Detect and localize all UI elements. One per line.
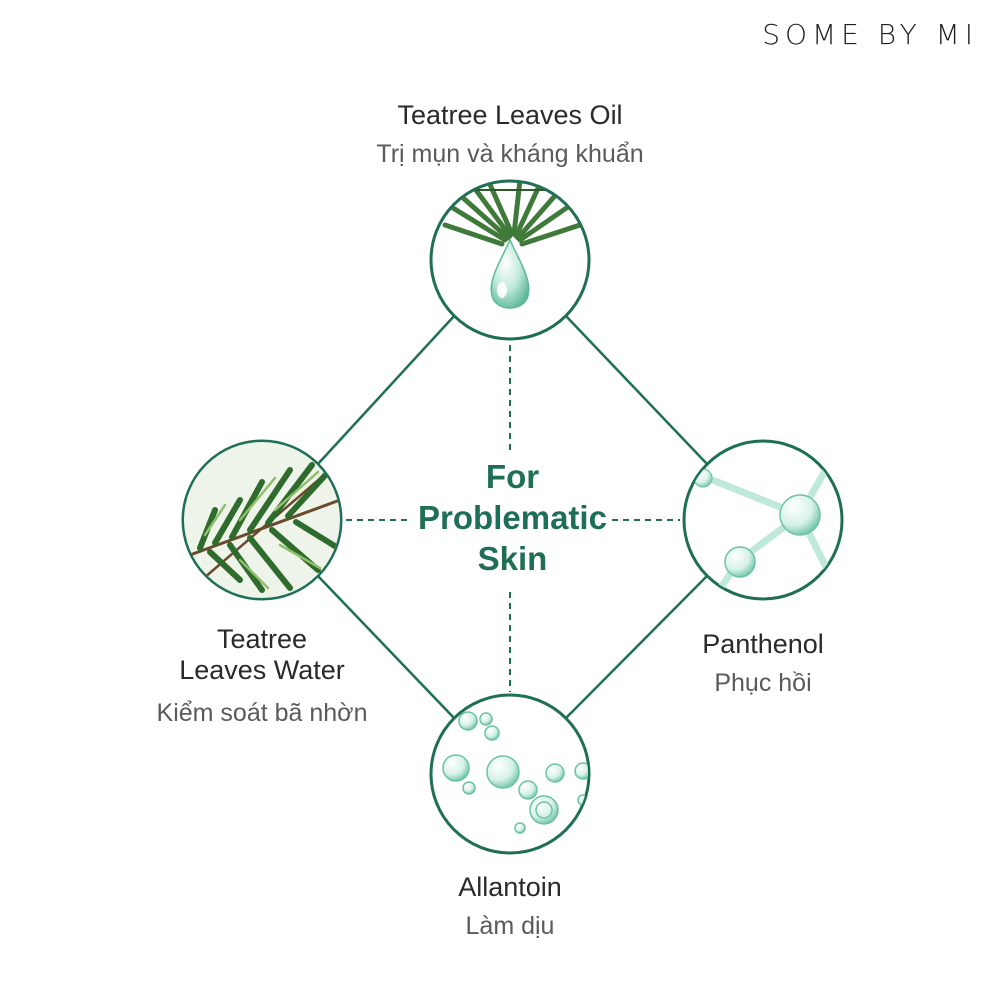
ingredient-benefit: Phục hồi — [714, 669, 812, 697]
center-title-line: For — [485, 458, 540, 495]
molecule-icon — [682, 439, 844, 601]
ingredient-name: Teatree Leaves Oil — [397, 100, 623, 130]
center-title-line: Skin — [477, 540, 548, 577]
node-label-left: Teatree Leaves Water Kiểm soát bã nhờn — [132, 624, 392, 729]
connector-top-right — [564, 314, 709, 466]
ingredient-benefit: Làm dịu — [465, 912, 555, 940]
connector-right-bottom — [564, 574, 709, 720]
bubbles-icon — [429, 693, 591, 855]
dashed-cross — [346, 345, 680, 692]
teatree-oil-drop-icon — [429, 179, 591, 341]
node-label-bottom: Allantoin Làm dịu — [410, 872, 610, 942]
connector-left-bottom — [316, 574, 456, 720]
connector-top-left — [316, 314, 456, 466]
ingredient-name: Leaves Water — [179, 655, 345, 685]
ingredient-name: Teatree — [216, 624, 308, 654]
ingredient-benefit: Kiểm soát bã nhờn — [156, 699, 368, 727]
ingredient-benefit: Trị mụn và kháng khuẩn — [376, 140, 644, 168]
rosemary-leaves-icon — [181, 439, 343, 601]
ingredient-name: Allantoin — [458, 872, 562, 902]
center-title: For Problematic Skin — [410, 456, 615, 579]
center-title-line: Problematic — [418, 499, 607, 536]
ingredient-name: Panthenol — [702, 629, 824, 659]
node-label-right: Panthenol Phục hồi — [668, 629, 858, 699]
brand-logo: SOME BY MI — [762, 18, 978, 51]
node-label-top: Teatree Leaves Oil Trị mụn và kháng khuẩ… — [360, 100, 660, 170]
diamond-connectors — [316, 314, 709, 720]
